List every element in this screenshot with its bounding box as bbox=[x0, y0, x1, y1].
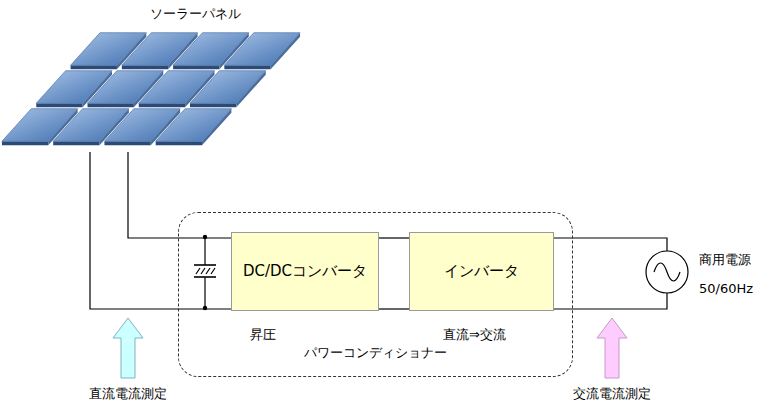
dc-measure-arrow bbox=[113, 318, 143, 378]
ac-source-symbol bbox=[645, 250, 689, 294]
panel-title: ソーラーパネル bbox=[150, 5, 241, 23]
solar-cell bbox=[224, 33, 300, 66]
box-label: DC/DCコンバータ bbox=[243, 262, 367, 281]
cell-edge bbox=[53, 141, 99, 145]
wire bbox=[128, 152, 231, 238]
ac-measure-arrow bbox=[597, 318, 627, 378]
cell-edge bbox=[156, 141, 202, 145]
panel-illustration bbox=[0, 0, 315, 152]
cell-edge bbox=[173, 65, 219, 69]
box-label: インバータ bbox=[444, 262, 519, 281]
annotation-label: 交流電流測定 bbox=[573, 385, 651, 403]
wire-pair bbox=[90, 152, 231, 309]
capacitor-symbol bbox=[194, 237, 216, 308]
wire-pair bbox=[379, 238, 409, 309]
cell-edge bbox=[71, 65, 117, 69]
junction-dot bbox=[203, 306, 207, 310]
wire bbox=[379, 308, 409, 309]
cell-edge bbox=[190, 103, 236, 107]
annotation-label: 直流電流測定 bbox=[89, 385, 167, 403]
junction-dot bbox=[203, 235, 207, 239]
cell-edge bbox=[104, 141, 150, 145]
wire bbox=[554, 293, 667, 309]
wire bbox=[379, 237, 409, 238]
ac-source: 商用電源50/60Hz bbox=[645, 250, 689, 294]
wire bbox=[554, 238, 667, 251]
cell-edge bbox=[2, 141, 48, 145]
power-conditioner-group: パワーコンディショナー DC/DCコンバータ インバータ bbox=[178, 212, 573, 377]
solar-cell bbox=[190, 71, 266, 104]
source-circle bbox=[646, 251, 688, 293]
wire bbox=[90, 152, 231, 309]
converter-box: DC/DCコンバータ bbox=[231, 232, 379, 311]
cell-edge bbox=[139, 103, 185, 107]
solar-cell bbox=[156, 109, 232, 142]
cell-edge bbox=[36, 103, 82, 107]
sine-wave bbox=[654, 263, 680, 281]
cell-edge bbox=[224, 65, 270, 69]
annotation-label: 昇圧 bbox=[250, 326, 276, 344]
cell-edge bbox=[88, 103, 134, 107]
annotation-label: 直流⇒交流 bbox=[443, 326, 506, 344]
source-label: 50/60Hz bbox=[699, 281, 753, 296]
inverter-box: インバータ bbox=[409, 232, 554, 311]
solar-panel: ソーラーパネル bbox=[0, 0, 315, 152]
cell-edge bbox=[122, 65, 168, 69]
group-title: パワーコンディショナー bbox=[179, 344, 572, 362]
source-label: 商用電源 bbox=[699, 251, 751, 269]
